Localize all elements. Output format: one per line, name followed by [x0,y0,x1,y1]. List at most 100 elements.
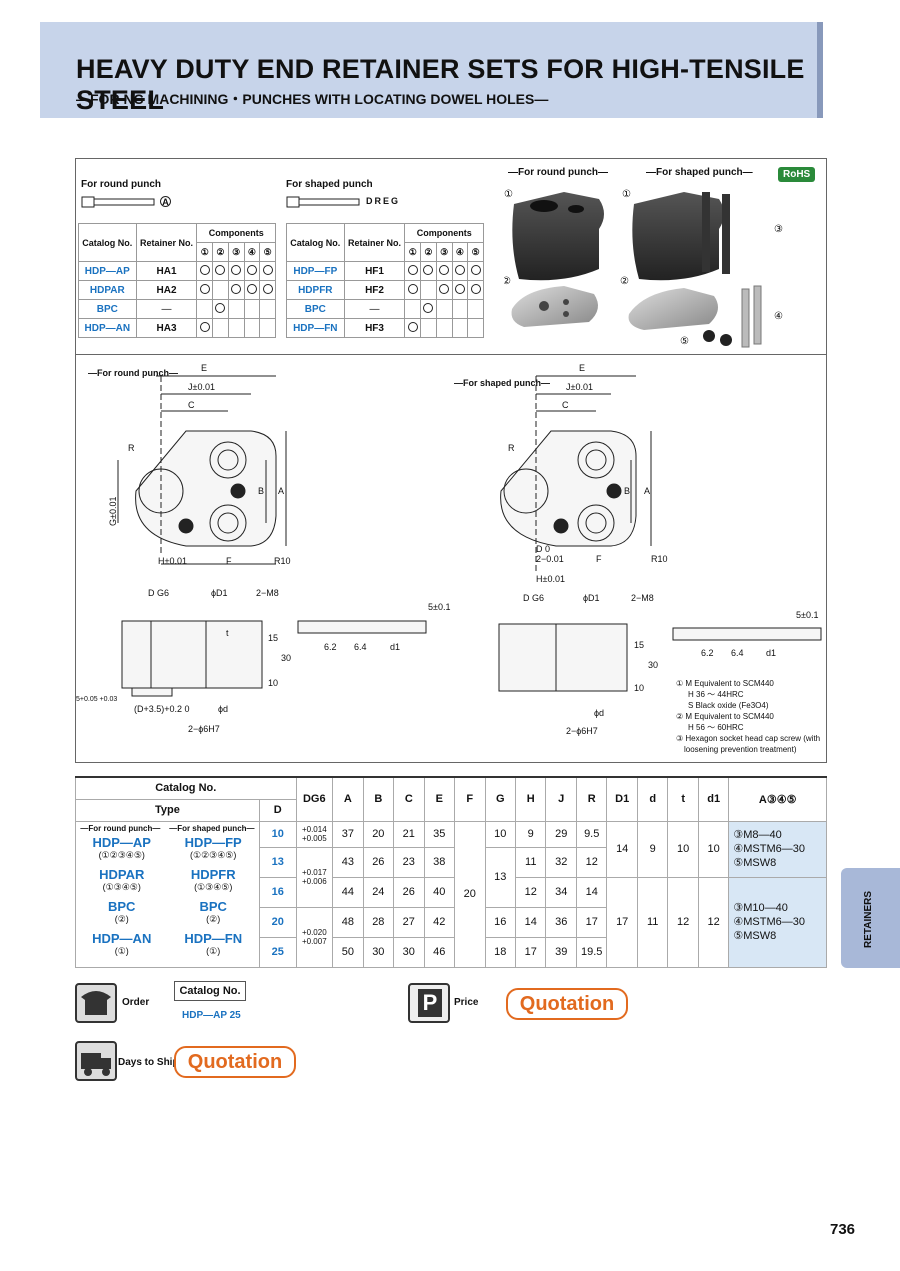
cell-j: 36 [545,906,577,938]
comp-line: ⑤MSW8 [733,857,777,869]
th-d1s: d1 [697,776,730,822]
type-hdp-fp: HDP—FP [184,834,242,850]
dim-j2: J±0.01 [566,382,593,392]
row-catalog: HDP—AP [78,261,137,281]
cell-b: 26 [362,846,395,878]
type-hdpfr: HDPFR [190,866,236,882]
row-catalog: HDPAR [78,280,137,300]
section-tab[interactable]: RETAINERS [841,868,900,968]
th-n2: ② [420,242,437,262]
type-hdp-fn: HDP—FN [184,930,243,946]
cell-a: 37 [332,820,364,848]
th-e: E [423,776,456,822]
row-catalog: HDPFR [286,280,345,300]
dim-62: 6.2 [324,642,337,652]
type-sub: (①) [206,945,221,956]
row-retainer: HA3 [135,318,198,338]
th-catalog-no: Catalog No. [75,776,297,800]
section-tab-label: RETAINERS [863,890,874,948]
drawing-round-label: —For round punch— [88,368,178,378]
shaped-hdr: —For shaped punch— [169,823,255,833]
th-n1: ① [404,242,422,262]
row-retainer: HA1 [135,261,198,281]
dim-5c: 5±0.1 [796,610,818,620]
dim-r2: R [508,443,515,453]
row-retainer: HA2 [135,280,198,300]
dim-r10: R10 [274,556,291,566]
dim-phid2: ϕd [594,708,604,718]
d-20: 20 [258,906,297,938]
cell-c: 23 [393,846,425,878]
order-example: HDP—AP 25 [182,1010,241,1021]
dim-c: C [188,400,195,410]
th-retainer: Retainer No. [135,223,198,262]
components-section: For round punch A For shaped punch DREG … [76,159,826,355]
page-number: 736 [830,1221,856,1238]
dim-d2: 2−0.01 [536,554,564,564]
d-10: 10 [258,820,297,848]
cell-j: 34 [545,876,577,908]
tol-3: +0.020 +0.007 [295,906,334,968]
mark-5: ⑤ [680,336,689,347]
row-retainer: HF2 [343,280,406,300]
days-quotation[interactable]: Quotation [174,1046,296,1078]
th-retainer: Retainer No. [343,223,406,262]
row-retainer: HF3 [343,318,406,338]
row-catalog: BPC [78,299,137,319]
dim-d1c: d1 [766,648,776,658]
dim-g: G±0.01 [108,497,118,526]
dim-10: 10 [268,678,278,688]
price-icon: P [408,983,450,1023]
cell-d1: 14 [606,820,638,878]
th-j: J [545,776,577,822]
th-n3: ③ [227,242,245,262]
cell-t: 12 [667,876,699,968]
cell-r: 14 [575,876,608,908]
dim-dg6b: D G6 [523,593,544,603]
comp-line: ③M10—40 [733,902,788,914]
dim-r10b: R10 [651,554,668,564]
cell-e: 38 [423,846,456,878]
row-catalog: HDP—FN [286,318,345,338]
dim-15: 15 [268,633,278,643]
th-dd: D [258,798,297,822]
dim-d1s: d1 [390,642,400,652]
shaped-punch-icon [286,196,360,208]
product-panel: For round punch A For shaped punch DREG … [75,158,827,763]
cell-e: 40 [423,876,456,908]
dim-e: E [201,363,207,373]
row-retainer: HF1 [343,261,406,281]
photo-shaped-label: —For shaped punch— [646,167,753,178]
comp-line: ④MSTM6—30 [733,843,805,855]
dim-30b: 30 [648,660,658,670]
th-comp: A③④⑤ [728,776,827,822]
dim-a: A [278,486,284,496]
row-catalog: BPC [286,299,345,319]
cell-j: 32 [545,846,577,878]
cell-h: 17 [514,936,547,968]
dim-h: H±0.01 [158,556,187,566]
d-13: 13 [258,846,297,878]
cell-h: 14 [514,906,547,938]
price-quotation[interactable]: Quotation [506,988,628,1020]
photo-round-label: —For round punch— [508,167,608,178]
price-label: Price [454,997,479,1008]
cell-c: 30 [393,936,425,968]
truck-icon [75,1041,117,1081]
dim-30: 30 [281,653,291,663]
dim-f: F [226,556,232,566]
th-catalog: Catalog No. [286,223,345,262]
cell-h: 9 [514,820,547,848]
th-b: B [362,776,395,822]
rohs-badge: RoHS [778,167,816,182]
cell-d1: 17 [606,876,638,968]
cell-a: 48 [332,906,364,938]
cell-a: 43 [332,846,364,878]
d-16: 16 [258,876,297,908]
dim-d3: (D+3.5)+0.2 0 [134,704,190,714]
dim-e2: E [579,363,585,373]
page-subtitle: —FOR NC MACHINING・PUNCHES WITH LOCATING … [76,91,549,107]
type-bpc2: BPC [199,898,227,914]
